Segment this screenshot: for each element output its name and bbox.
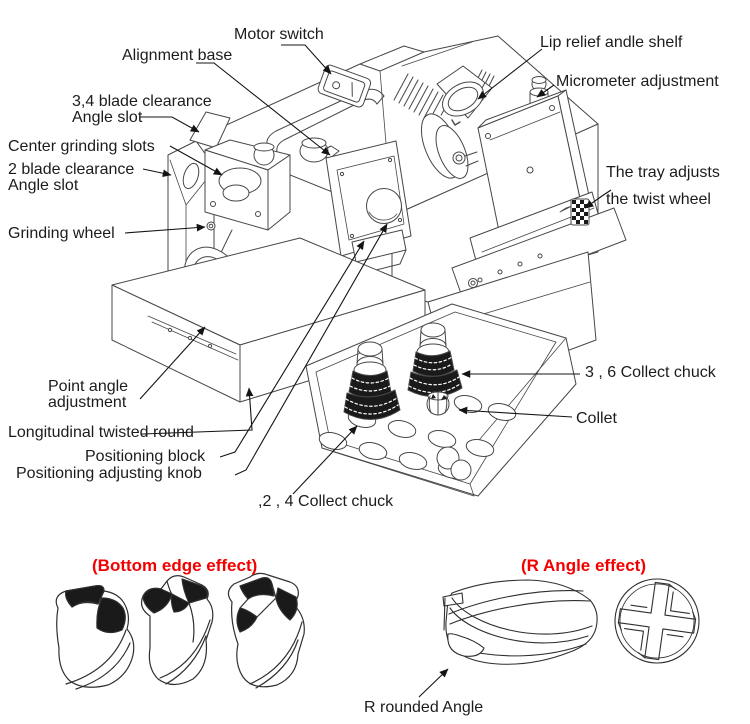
- leader-blade34: [140, 116, 200, 133]
- label-positioning-adjusting-knob: Positioning adjusting knob: [16, 465, 202, 482]
- leader-chuck24: [292, 425, 358, 495]
- leader-grinding-wheel: [124, 223, 206, 234]
- leader-point-angle: [139, 326, 206, 400]
- title-bottom-edge-effect: (Bottom edge effect): [92, 556, 258, 575]
- label-motor-switch: Motor switch: [234, 26, 324, 43]
- collect-chuck-36: [407, 322, 463, 397]
- label-collect-chuck-36: 3 , 6 Collect chuck: [585, 364, 716, 381]
- leader-blade2: [142, 168, 172, 178]
- leader-alignment-base: [196, 62, 331, 156]
- label-longitudinal-twisted-round: Longitudinal twisted round: [8, 424, 194, 441]
- label-positioning-block: Positioning block: [85, 448, 206, 465]
- endmill-side-view: [442, 579, 598, 665]
- endmill-end-view: [614, 578, 700, 664]
- leader-longitudinal: [141, 387, 254, 435]
- label-alignment-base: Alignment base: [122, 47, 233, 64]
- label-point-angle-line1: Point angle: [48, 378, 129, 395]
- leader-tray: [584, 189, 612, 209]
- label-blade2-line1: 2 blade clearance: [8, 161, 135, 178]
- label-point-angle-line2: adjustment: [48, 394, 127, 411]
- drawer: [305, 303, 577, 497]
- right-tool-head: [451, 89, 627, 303]
- label-tray-twist-wheel: The tray adjusts the twist wheel: [606, 159, 720, 213]
- twist-wheel-knob: [559, 198, 590, 226]
- collet-part: [426, 391, 450, 416]
- leader-lines: [124, 44, 612, 698]
- pulley-discs: [420, 113, 479, 179]
- leader-center-grinding: [169, 145, 223, 176]
- collect-chuck-24: [343, 341, 401, 420]
- label-blade2-clearance: 2 blade clearance Angle slot: [8, 162, 134, 194]
- label-collet: Collet: [576, 410, 617, 427]
- label-blade34-clearance: 3,4 blade clearance Angle slot: [72, 94, 212, 126]
- leader-motor-switch: [281, 44, 332, 75]
- label-grinding-wheel: Grinding wheel: [8, 225, 115, 242]
- drill-tip-2: [140, 575, 214, 686]
- motor-switch-part: [317, 64, 372, 108]
- leader-positioning-knob: [234, 223, 388, 476]
- label-tray-line2: the twist wheel: [606, 191, 711, 208]
- label-blade2-line2: Angle slot: [8, 177, 79, 194]
- leader-positioning-block: [219, 240, 365, 458]
- label-blade34-line1: 3,4 blade clearance: [72, 93, 212, 110]
- endmill-figures: [442, 578, 700, 665]
- leader-collet: [458, 406, 573, 418]
- leader-micrometer: [536, 84, 555, 98]
- label-r-rounded-angle: R rounded Angle: [364, 699, 484, 716]
- label-micrometer: Micrometer adjustment: [556, 73, 719, 90]
- label-point-angle: Point angle adjustment: [48, 379, 128, 411]
- drawer-knob: [436, 446, 472, 481]
- label-lip-relief: Lip relief andle shelf: [540, 34, 683, 51]
- label-collect-chuck-24: ,2 , 4 Collect chuck: [258, 493, 394, 510]
- leader-lip-relief: [477, 48, 543, 100]
- label-tray-line1: The tray adjusts: [606, 164, 720, 181]
- label-blade34-line2: Angle slot: [72, 109, 143, 126]
- drill-tip-1: [55, 584, 135, 690]
- title-r-angle-effect: (R Angle effect): [521, 556, 646, 575]
- machine-drawing: [111, 35, 627, 497]
- leader-r-rounded: [418, 668, 449, 698]
- drill-tip-3: [227, 572, 305, 689]
- center-tool-head: [319, 140, 412, 275]
- label-center-grinding-slots: Center grinding slots: [8, 138, 155, 155]
- drill-tip-figures: [55, 572, 305, 690]
